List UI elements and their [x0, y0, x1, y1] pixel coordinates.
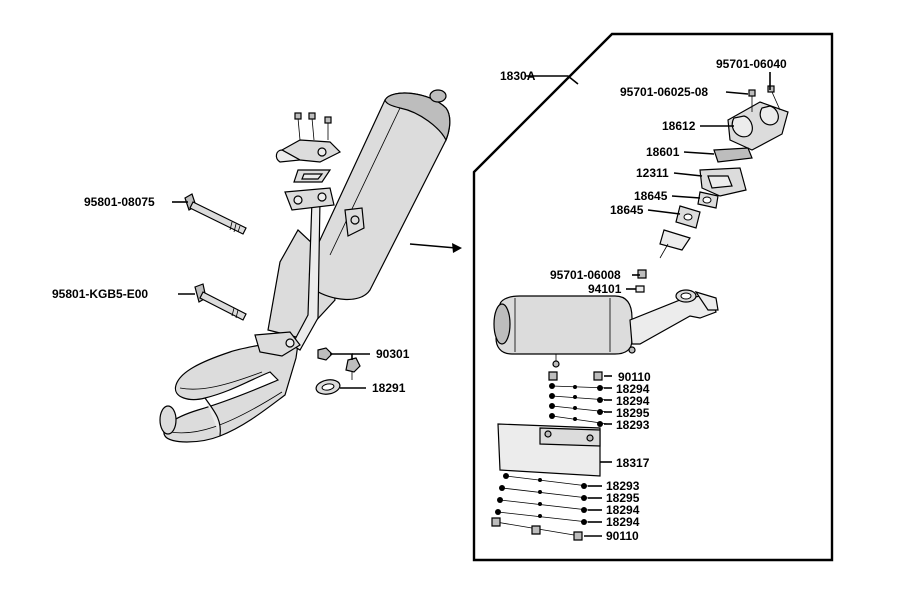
bolt-short-drawing	[194, 283, 247, 321]
nut-drawing	[317, 347, 361, 380]
label-18601: 18601	[646, 145, 680, 159]
label-18612: 18612	[662, 119, 696, 133]
detail-pointer-arrow	[409, 243, 462, 253]
upper-bands-drawing	[548, 371, 609, 427]
label-1830A: 1830A	[500, 69, 536, 83]
label-12311: 12311	[636, 166, 669, 180]
gasket-18291-drawing	[315, 379, 341, 395]
detail-frame	[472, 32, 834, 562]
label-18317: 18317	[616, 456, 650, 470]
label-18293-b: 18293	[606, 479, 640, 493]
label-18294-c: 18294	[606, 503, 640, 517]
label-18293-a: 18293	[616, 418, 650, 432]
small-bolts-drawing	[635, 269, 647, 293]
valve-cluster-drawing	[659, 85, 789, 259]
label-95701-06008: 95701-06008	[550, 268, 621, 282]
label-18294-a: 18294	[616, 382, 650, 396]
label-90110-a: 90110	[618, 370, 651, 384]
label-95801-KGB5-E00: 95801-KGB5-E00	[52, 287, 148, 301]
label-94101: 94101	[588, 282, 622, 296]
lower-bands-drawing	[491, 473, 589, 541]
label-18645-b: 18645	[610, 203, 644, 217]
label-18295-a: 18295	[616, 406, 650, 420]
label-18294-b: 18294	[616, 394, 650, 408]
label-18645-a: 18645	[634, 189, 668, 203]
label-95701-06025-08: 95701-06025-08	[620, 85, 708, 99]
label-95701-06040: 95701-06040	[716, 57, 787, 71]
label-18291: 18291	[372, 381, 406, 395]
secondary-air-parts	[275, 112, 342, 183]
main-exhaust-assembly	[159, 89, 451, 443]
label-90110-b: 90110	[606, 529, 639, 543]
label-18295-b: 18295	[606, 491, 640, 505]
exhaust-header-pipe	[163, 328, 301, 443]
label-18294-d: 18294	[606, 515, 640, 529]
bolt-long-drawing	[184, 193, 247, 235]
label-95801-08075: 95801-08075	[84, 195, 155, 209]
label-90301: 90301	[376, 347, 410, 361]
heat-shield-drawing	[497, 423, 601, 477]
detail-muffler-drawing	[493, 289, 719, 368]
